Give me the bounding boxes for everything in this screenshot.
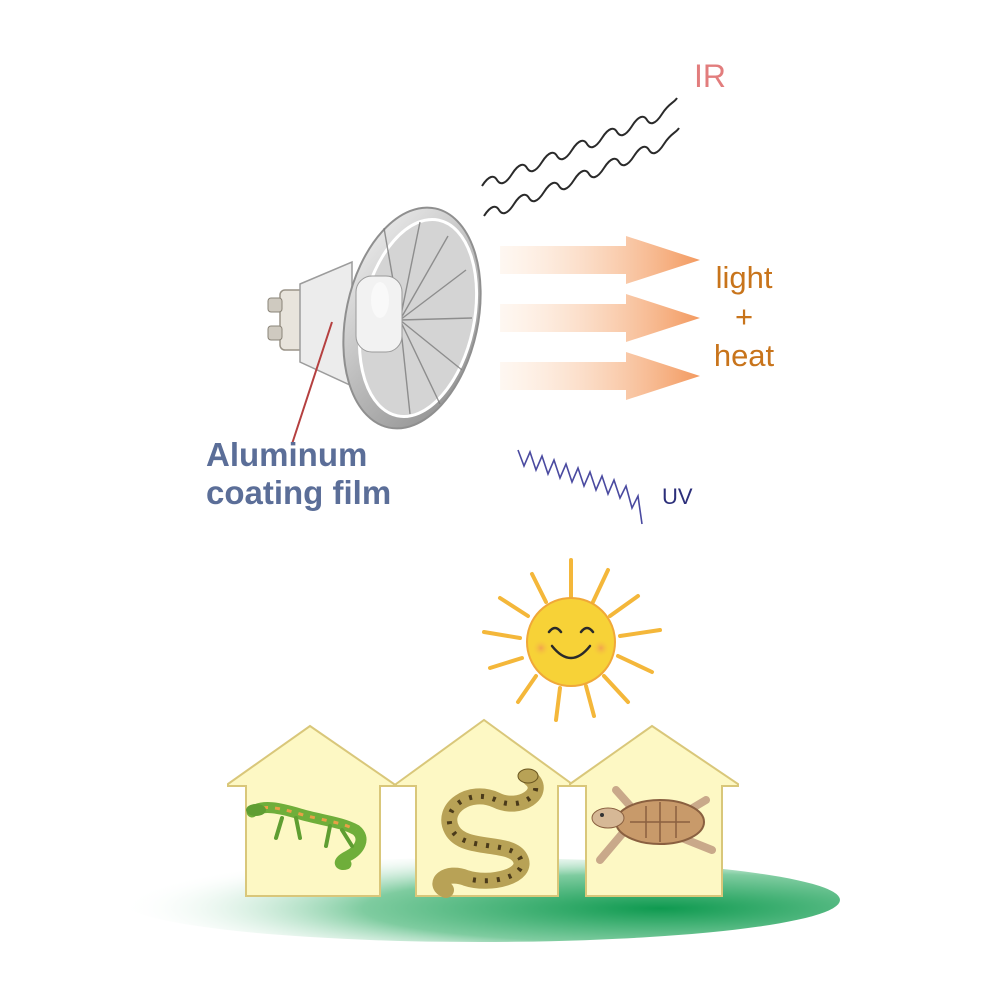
arrow-bottom (500, 352, 700, 400)
light-label: light (715, 260, 773, 295)
plus-label: + (734, 299, 754, 334)
sun-icon (482, 558, 662, 722)
light-heat-label: light + heat (700, 258, 788, 375)
arrow-middle (500, 294, 700, 342)
light-heat-arrows (500, 236, 700, 400)
arrow-top (500, 236, 700, 284)
aluminum-coating-label: Aluminum coating film (206, 436, 391, 512)
coating-line-1: Aluminum (206, 436, 368, 473)
uv-label: UV (662, 484, 693, 509)
snake-icon (432, 768, 544, 898)
ir-label: IR (694, 58, 726, 94)
coating-line-2: coating film (206, 474, 392, 511)
lizard-icon (246, 802, 367, 870)
halogen-bulb-icon (267, 206, 482, 430)
heat-label: heat (713, 338, 775, 373)
uv-wave (517, 449, 643, 525)
ir-wave-2 (483, 127, 680, 217)
coating-leader-line (291, 321, 333, 445)
ir-wave-1 (481, 97, 678, 187)
turtle-icon (591, 786, 716, 864)
house-snake (395, 718, 573, 897)
